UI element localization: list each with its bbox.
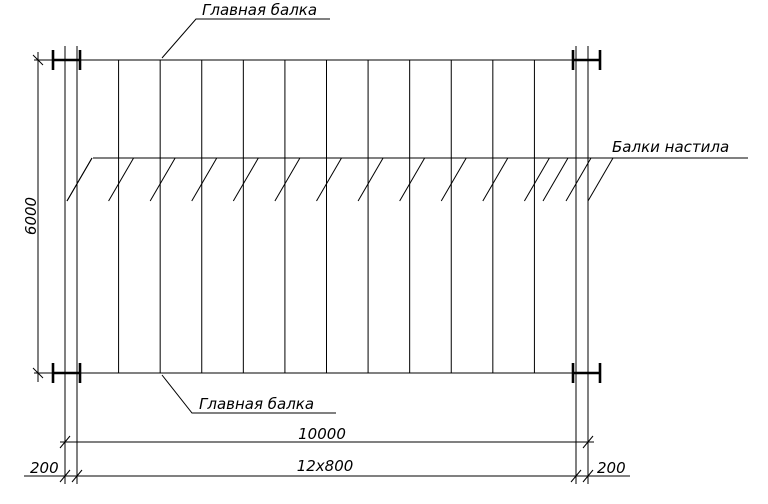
break-mark-extra-left [66,157,93,202]
break-mark-9 [440,157,467,202]
break-marks-group [66,157,614,202]
break-mark-12 [565,157,592,202]
deck-beams-group [118,60,535,373]
column-symbol-top-left [51,50,82,70]
main-beam-top-label: Главная балка [202,1,317,19]
span-tick-right [582,435,594,449]
spacing-tick-3 [570,469,582,483]
break-mark-10 [482,157,509,202]
break-mark-2 [149,157,176,202]
break-mark-5 [274,157,301,202]
leader-main-beam-bottom [161,374,336,414]
height-tick-bottom [32,367,44,379]
column-symbol-top-right [571,50,602,70]
span-dimension-label: 10000 [298,425,346,443]
break-mark-8 [399,157,426,202]
deck-beams-label: Балки настила [612,138,729,156]
right-offset-label: 200 [597,459,626,477]
spacing-tick-4 [582,469,594,483]
spacing-dimension-label: 12x800 [297,457,354,475]
main-beam-bottom-label: Главная балка [199,395,314,413]
left-offset-label: 200 [30,459,59,477]
break-mark-4 [232,157,259,202]
break-mark-7 [357,157,384,202]
height-tick-top [32,54,44,66]
break-mark-3 [191,157,218,202]
break-mark-6 [316,157,342,202]
leader-main-beam-top [161,18,330,59]
spacing-tick-1 [59,469,71,483]
break-mark-11 [523,157,550,202]
column-symbol-bottom-left [51,363,82,383]
break-mark-extra-far-right [587,157,614,202]
break-mark-extra-right [542,157,569,202]
span-tick-left [59,435,71,449]
spacing-tick-2 [71,469,83,483]
height-dimension-label: 6000 [22,197,40,235]
break-mark-1 [108,157,135,202]
column-symbol-bottom-right [571,363,602,383]
